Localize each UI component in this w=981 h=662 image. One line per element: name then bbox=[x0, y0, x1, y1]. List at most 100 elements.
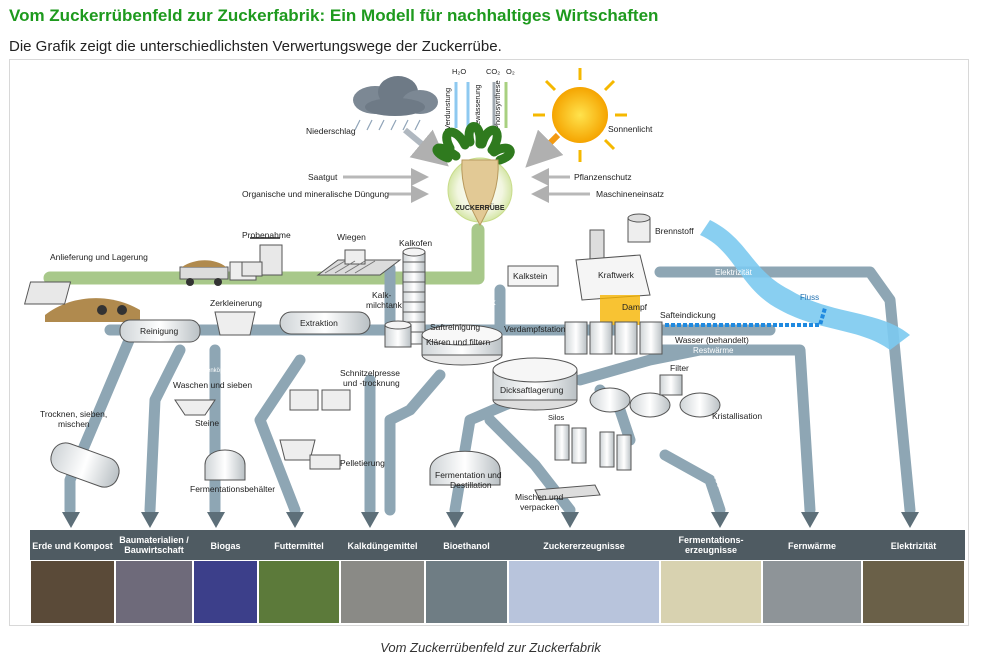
cleaning-drum bbox=[119, 319, 201, 343]
product-9: Fernwärme bbox=[763, 541, 861, 623]
power-plant bbox=[575, 213, 651, 325]
label-dampf: Dampf bbox=[622, 302, 648, 312]
limestone-box bbox=[507, 265, 559, 287]
label-sonnenlicht: Sonnenlicht bbox=[608, 124, 653, 134]
label-silos: Silos bbox=[548, 413, 565, 422]
page-subtitle: Die Grafik zeigt die unterschiedlichsten… bbox=[9, 38, 502, 55]
label-duengung: Organische und mineralische Düngung bbox=[242, 189, 389, 199]
delivery-truck bbox=[23, 260, 257, 322]
product-image bbox=[341, 561, 424, 623]
label-steine: Steine bbox=[195, 418, 219, 428]
label-co2: CO₂ bbox=[486, 67, 500, 76]
product-image bbox=[259, 561, 339, 623]
product-label: Erde und Kompost bbox=[32, 541, 113, 551]
label-probenahme: Probenahme bbox=[242, 230, 291, 240]
product-bar bbox=[30, 530, 965, 560]
water-pipe bbox=[665, 307, 827, 327]
process-diagram: Niederschlag Sonnenlicht H₂O CO₂ O₂ Verd… bbox=[9, 59, 969, 626]
label-trennung: Trennung bbox=[662, 435, 696, 444]
product-label: Biogas bbox=[210, 541, 240, 551]
label-saatgut: Saatgut bbox=[308, 172, 338, 182]
product-label: Elektrizität bbox=[891, 541, 937, 551]
washing-sieve bbox=[174, 399, 216, 416]
product-image bbox=[863, 561, 964, 623]
drying-drum bbox=[50, 442, 120, 488]
label-safteindickung: Safteindickung bbox=[660, 310, 716, 320]
sun bbox=[525, 68, 627, 168]
product-image bbox=[763, 561, 861, 623]
product-10: Elektrizität bbox=[863, 541, 964, 623]
label-reinigung: Reinigung bbox=[140, 326, 179, 336]
product-4: Futtermittel bbox=[259, 541, 339, 623]
product-1: Erde und Kompost bbox=[31, 541, 114, 623]
label-kalkstein: Kalkstein bbox=[513, 271, 548, 281]
product-cells: Erde und Kompost Baumaterialien /Bauwirts… bbox=[31, 535, 964, 623]
label-wasser: Wasser (behandelt) bbox=[675, 335, 749, 345]
figure-caption: Vom Zuckerrübenfeld zur Zuckerfabrik bbox=[380, 640, 601, 655]
product-7: Zuckererzeugnisse bbox=[509, 541, 659, 623]
product-image bbox=[509, 561, 659, 623]
product-label: Futtermittel bbox=[274, 541, 324, 551]
pelletizer bbox=[279, 439, 341, 470]
product-3: Biogas bbox=[194, 541, 257, 623]
label-h2o: H₂O bbox=[452, 67, 466, 76]
label-zuckerruebe: ZUCKERRÜBE bbox=[456, 203, 505, 212]
input-arrows bbox=[343, 168, 590, 203]
product-label: Fermentations-erzeugnisse bbox=[678, 535, 743, 555]
label-kristallisation: Kristallisation bbox=[712, 411, 762, 421]
fermentation-distillation bbox=[429, 450, 501, 486]
label-elektrizitaet-flow: Elektrizität bbox=[715, 268, 753, 277]
label-verdampfstation: Verdampfstation bbox=[504, 324, 566, 334]
label-fermentationsbehaelter: Fermentationsbehälter bbox=[190, 484, 275, 494]
product-6: Bioethanol bbox=[426, 541, 507, 623]
lime-milk-tank bbox=[384, 320, 412, 348]
label-waschen: Waschen und sieben bbox=[173, 380, 252, 390]
label-kraftwerk: Kraftwerk bbox=[598, 270, 635, 280]
rain-cloud bbox=[353, 76, 449, 167]
product-label: Kalkdüngemittel bbox=[347, 541, 417, 551]
product-image bbox=[426, 561, 507, 623]
product-image bbox=[661, 561, 761, 623]
label-pflanzenschutz: Pflanzenschutz bbox=[574, 172, 632, 182]
label-o2: O₂ bbox=[506, 67, 515, 76]
product-label: Fernwärme bbox=[788, 541, 836, 551]
product-label: Bioethanol bbox=[443, 541, 490, 551]
gas-exchange-arrows bbox=[454, 82, 508, 128]
label-dicksaftlagerung: Dicksaftlagerung bbox=[500, 385, 564, 395]
product-arrows bbox=[62, 512, 919, 528]
fermentation-vessel bbox=[204, 449, 246, 481]
page-title: Vom Zuckerrübenfeld zur Zuckerfabrik: Ei… bbox=[9, 6, 659, 25]
label-kalkofen: Kalkofen bbox=[399, 238, 432, 248]
label-saftreinigung: Saftreinigung bbox=[430, 322, 480, 332]
extraction-drum bbox=[279, 311, 371, 335]
juice-purification bbox=[421, 324, 503, 366]
label-klaeren: Klären und filtern bbox=[426, 337, 491, 347]
crystallization-tanks bbox=[589, 374, 721, 418]
label-niederschlag: Niederschlag bbox=[306, 126, 356, 136]
product-image bbox=[31, 561, 114, 623]
product-image bbox=[194, 561, 257, 623]
label-extraktion: Extraktion bbox=[300, 318, 338, 328]
river-fluss bbox=[700, 220, 910, 350]
label-kalk: Kalk bbox=[480, 298, 497, 307]
product-label: Baumaterialien /Bauwirtschaft bbox=[119, 535, 189, 555]
label-ruebenkoepfe: Rübenköpfe und -kleinteile bbox=[196, 368, 268, 374]
label-photosynthese: Photosynthese bbox=[493, 80, 502, 130]
product-label: Zuckererzeugnisse bbox=[543, 541, 625, 551]
slicer bbox=[214, 311, 256, 336]
pulp-press bbox=[289, 389, 351, 411]
sugar-beet bbox=[432, 122, 515, 227]
product-image bbox=[116, 561, 192, 623]
sampling-station bbox=[241, 237, 283, 277]
label-anlieferung: Anlieferung und Lagerung bbox=[50, 252, 148, 262]
sugar-silos bbox=[554, 424, 632, 471]
product-5: Kalkdüngemittel bbox=[341, 541, 424, 623]
label-bewaesserung: Bewässerung bbox=[473, 85, 482, 130]
packaging-line bbox=[534, 484, 601, 501]
label-maschineneinsatz: Maschineneinsatz bbox=[596, 189, 664, 199]
label-kalkmilchtank: Kalk-milchtank bbox=[366, 290, 403, 310]
label-pelletierung: Pelletierung bbox=[340, 458, 385, 468]
